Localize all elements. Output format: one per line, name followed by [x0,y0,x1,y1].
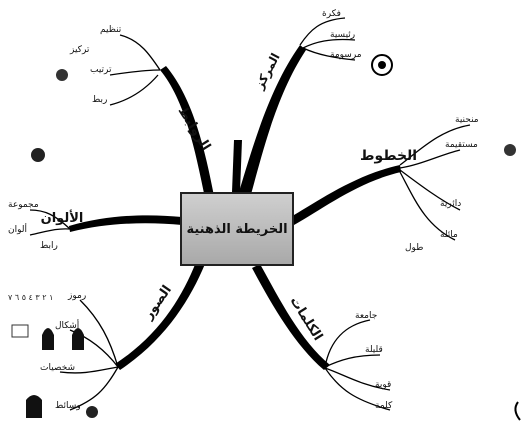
leaf-links-2: ترتيب [90,65,112,75]
branch-label-lines: الخطوط [360,148,417,164]
figure-icon [42,328,54,350]
leaf-lines-5: طول [405,243,423,253]
leaf-lines-3: دائرية [440,199,461,209]
central-node-title: الخريطة الذهنية [186,222,287,237]
central-node: الخريطة الذهنية [180,192,294,266]
symbols-row: ١ ٢ ٣ ٤ ٥ ٦ ٧ [8,293,53,302]
leaf-images-4: وسائط [55,401,81,411]
leaf-images-1: رموز [67,291,86,301]
branch-top-left [160,66,214,198]
target-center-icon [378,61,386,69]
leaf-words-1: جامعة [355,311,377,321]
bird-icon [86,406,98,418]
leaf-center-1: فكرة [322,9,341,19]
branch-bottom-right [252,264,330,370]
leaf-images-3: شخصيات [40,363,75,373]
leaf-links-4: تركيز [69,45,90,55]
flower-icon [31,148,45,162]
branch-bottom-left [115,262,205,370]
frame-icon [12,325,28,337]
character-icon [26,395,42,418]
leaf-center-3: مرسومة [330,50,362,60]
leaf-lines-2: مستقيمة [445,140,478,150]
leaf-colors-2: ألوان [8,223,27,235]
branch-left [69,215,182,232]
branch-label-colors: الألوان [41,209,84,226]
leaf-words-3: قوية [375,380,391,390]
leaf-center-2: رئيسية [330,30,355,40]
leaf-colors-1: مجموعة [8,200,39,210]
branch-center-up [232,140,242,192]
curl-icon [515,402,520,420]
leaf-links-1: تنظيم [100,25,122,35]
leaf-lines-4: مائلة [440,230,458,240]
leaf-links-3: ربط [92,95,107,105]
leaf-words-4: كلمة [375,401,393,411]
dot-icon [56,69,68,81]
branch-right [294,165,401,225]
branch-label-words: الكلمات [287,294,326,343]
leaf-words-2: قليلة [365,345,383,355]
cluster-icon [504,144,516,156]
leaf-lines-1: منحنية [455,115,479,125]
leaf-colors-3: رابط [40,241,58,251]
